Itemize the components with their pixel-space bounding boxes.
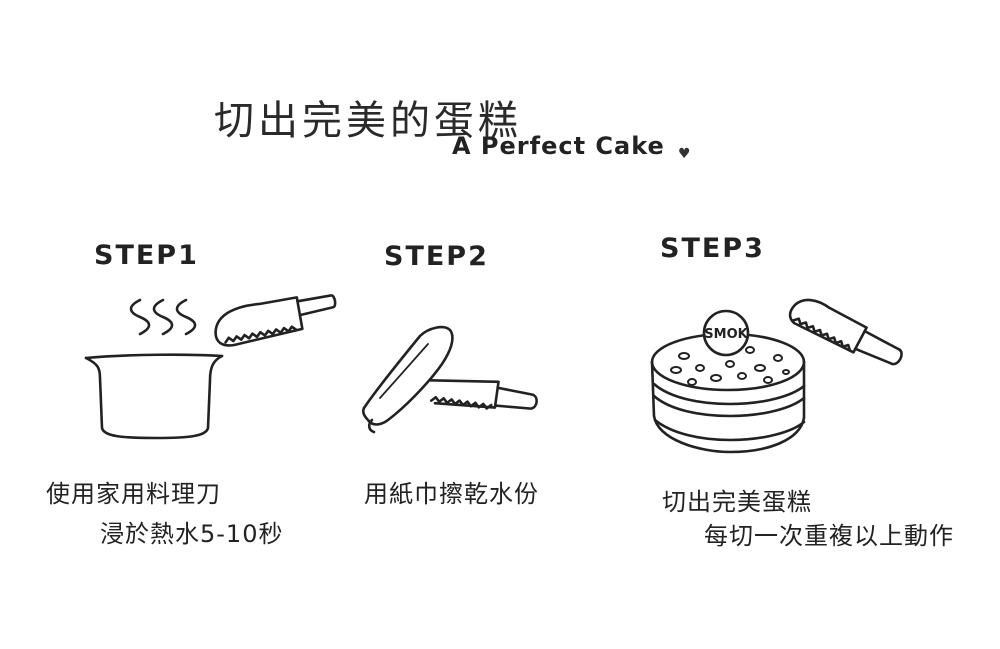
- heart-icon: ♥: [678, 146, 691, 162]
- page-subtitle: A Perfect Cake: [452, 132, 665, 160]
- step1-caption-line1: 使用家用料理刀: [46, 480, 221, 508]
- step3-label: STEP3: [660, 233, 765, 264]
- step2-caption-line1: 用紙巾擦乾水份: [364, 480, 539, 508]
- step3-knife-icon: [788, 298, 903, 366]
- cake-topper-text: SMOK: [704, 327, 748, 342]
- paper-towel-icon: [361, 325, 454, 434]
- step3-caption-line2: 每切一次重複以上動作: [704, 522, 954, 550]
- step1-knife-icon: [214, 294, 337, 347]
- step2-label: STEP2: [384, 241, 489, 272]
- steam-icon: [129, 298, 197, 336]
- cake-icon: SMOK: [650, 309, 806, 454]
- page-title: 切出完美的蛋糕: [214, 98, 522, 144]
- pot-icon: [84, 353, 224, 440]
- step2-knife-icon: [428, 378, 538, 410]
- step3-caption-line1: 切出完美蛋糕: [662, 488, 812, 516]
- step1-caption-line2: 浸於熱水5-10秒: [100, 520, 284, 548]
- step1-label: STEP1: [94, 240, 199, 271]
